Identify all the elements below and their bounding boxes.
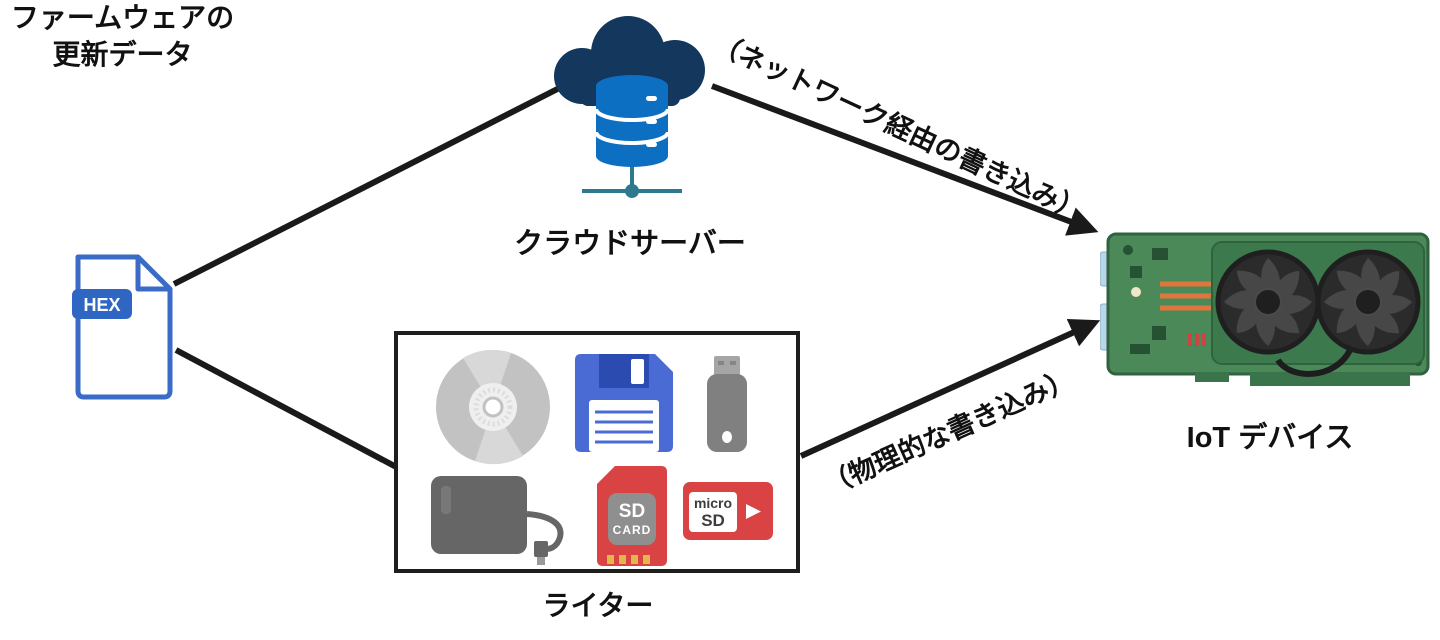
cd-icon [433, 347, 553, 472]
micro-sd-text-line1: micro [694, 495, 732, 511]
network-write-path-label: （ネットワーク経由の書き込み） [709, 28, 1089, 227]
hex-badge-text: HEX [83, 295, 120, 315]
fan-left [1215, 249, 1321, 355]
writer-media-box: SD CARD micro SD [394, 331, 800, 573]
firmware-file-label-line1: ファームウェアの [10, 2, 235, 33]
micro-sd-icon: micro SD [681, 480, 773, 547]
iot-device-label: IoT デバイス [1186, 422, 1354, 454]
writer-label: ライター [542, 590, 654, 621]
sd-card-text-line2: CARD [613, 523, 652, 537]
cloud-server-label: クラウドサーバー [514, 228, 746, 260]
fan-cable [1275, 348, 1353, 377]
firmware-file-label-line2: 更新データ [52, 38, 193, 70]
fan-right [1315, 249, 1421, 355]
usb-stick-icon [703, 356, 751, 457]
firmware-file-label: ファームウェアの 更新データ [0, 0, 245, 74]
physical-write-path-label: （物理的な書き込み） [819, 363, 1079, 501]
cloud-database-server-icon [540, 8, 720, 208]
hex-file-icon: HEX [70, 253, 176, 401]
iot-circuit-board-icon [1099, 222, 1435, 397]
floppy-disk-icon [575, 354, 673, 457]
database-stack [594, 75, 670, 167]
sd-card-text-line1: SD [619, 501, 645, 522]
micro-sd-text-line2: SD [701, 511, 725, 530]
line-hex-to-writer [174, 347, 402, 472]
sd-card-icon: SD CARD [597, 466, 667, 571]
external-hdd-icon [431, 472, 581, 572]
pin-header [1188, 334, 1206, 346]
